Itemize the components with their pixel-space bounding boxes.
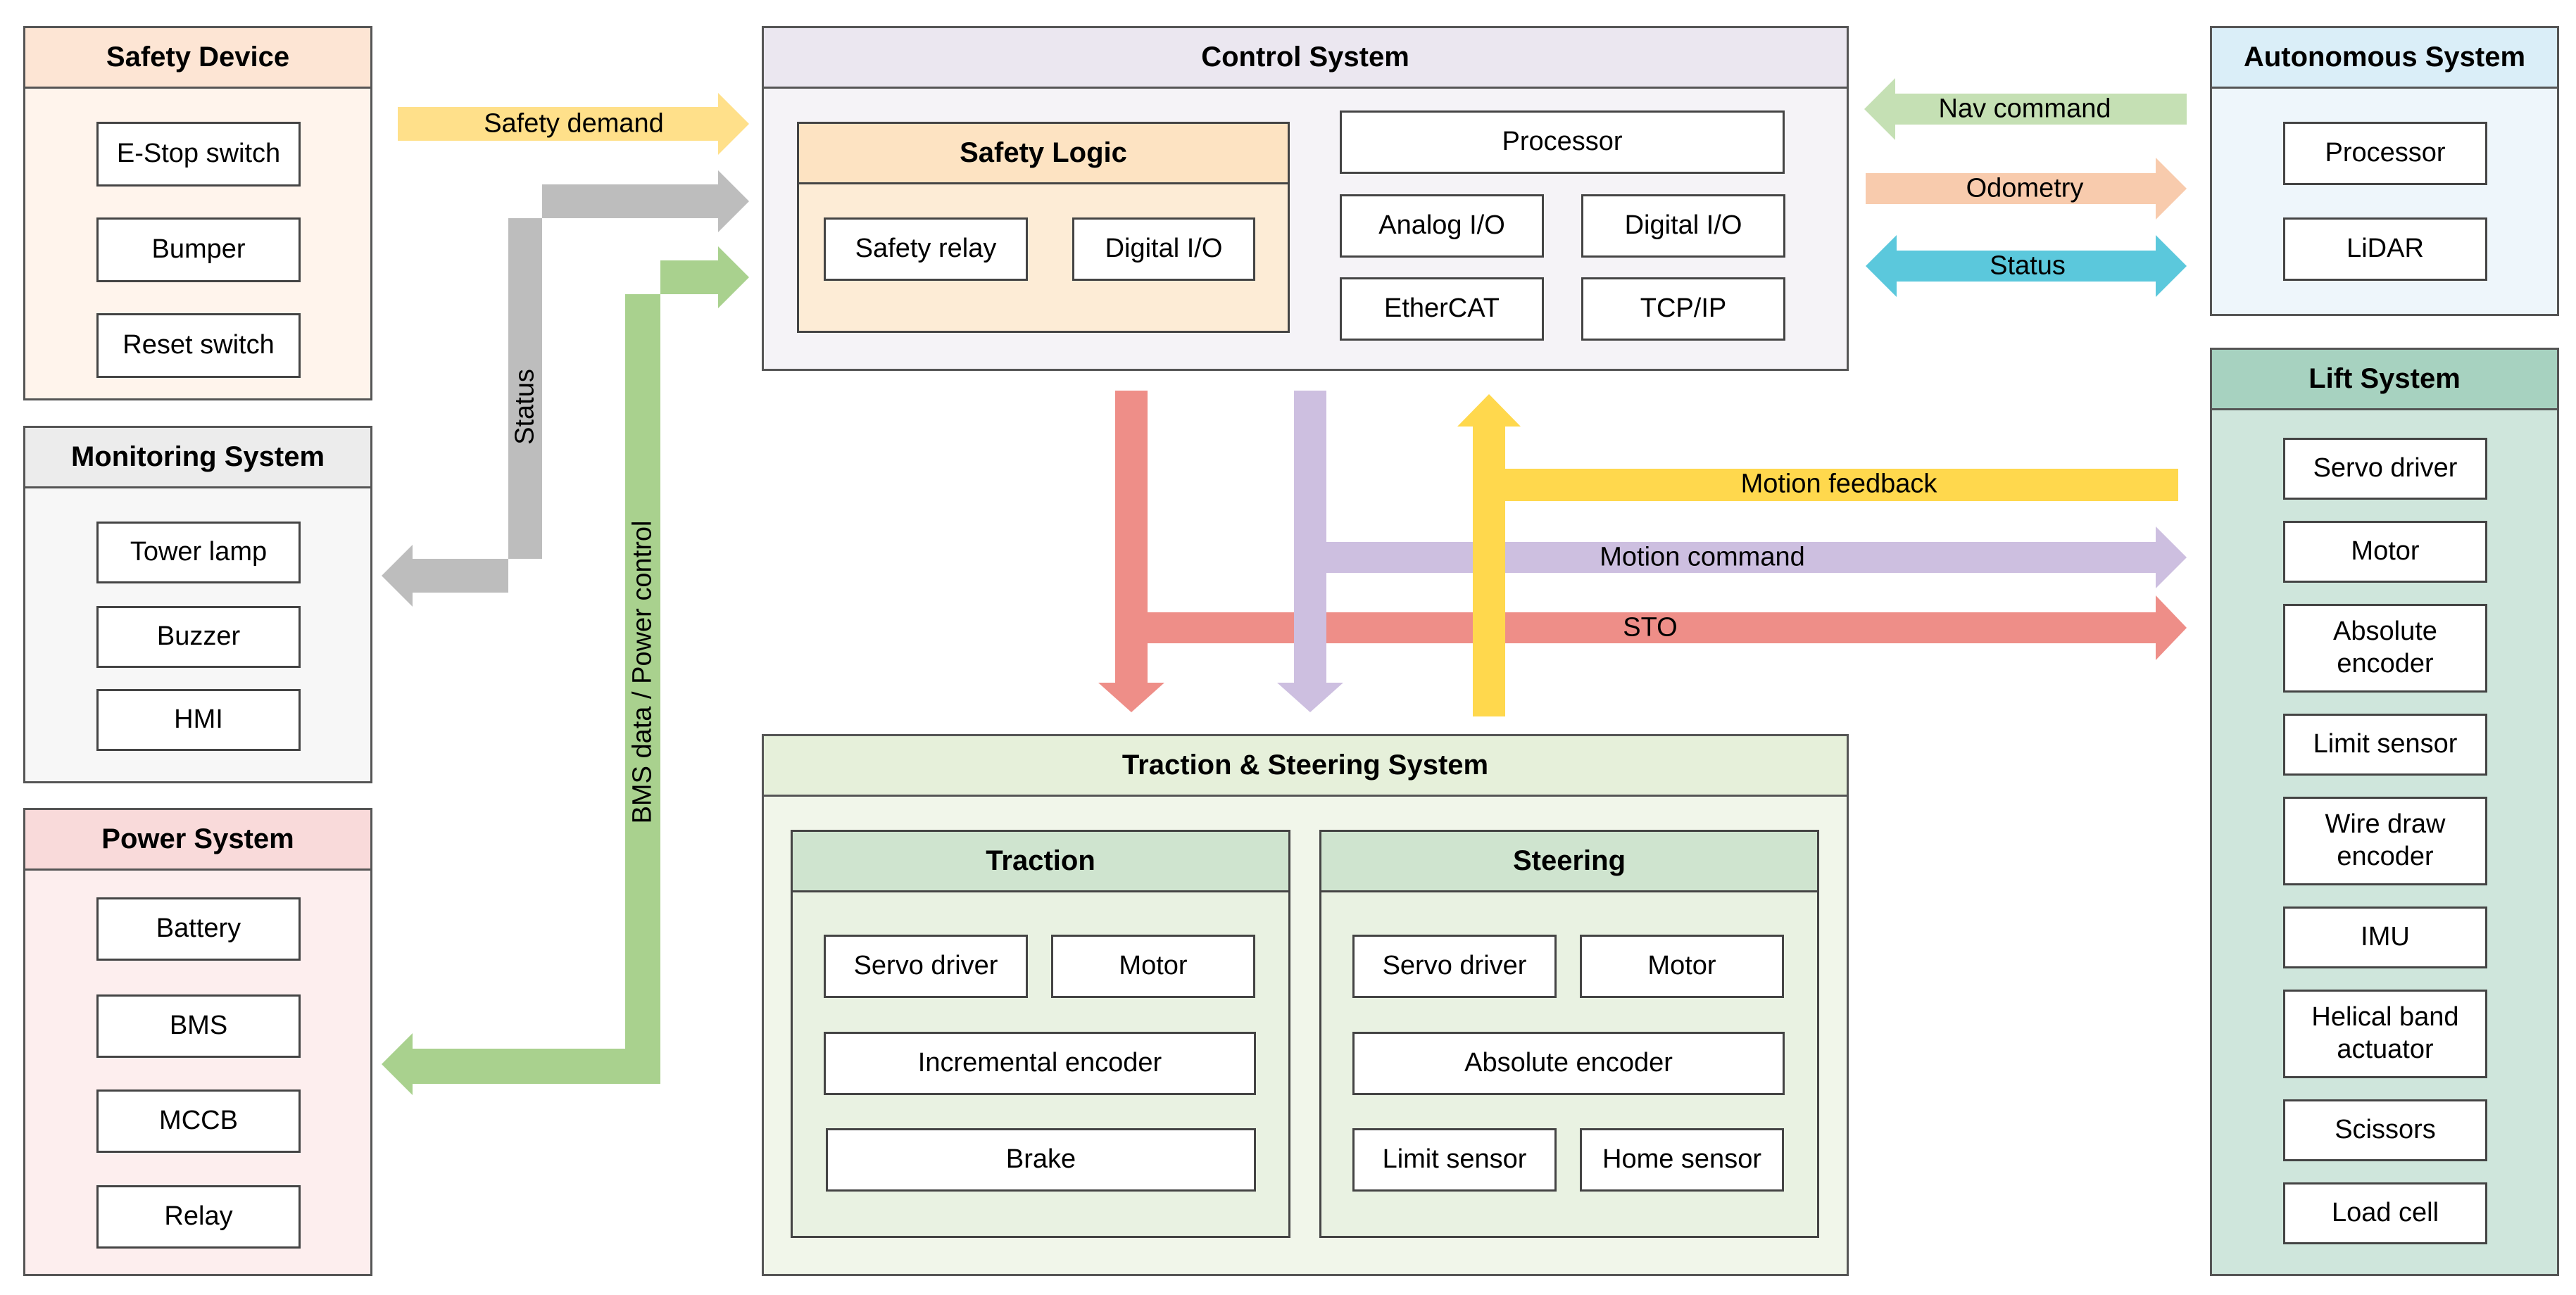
autonomous-system-block: Autonomous System Processor LiDAR [2210, 26, 2559, 316]
traction-servo-driver: Servo driver [824, 935, 1028, 998]
traction-steering-block: Traction & Steering System Traction Serv… [762, 734, 1849, 1276]
odometry-arrow [1866, 158, 2187, 220]
lidar: LiDAR [2283, 217, 2487, 281]
motion-command-arrow [1277, 391, 2187, 712]
tower-lamp: Tower lamp [96, 522, 301, 583]
traction-steering-title: Traction & Steering System [764, 736, 1847, 797]
reset-switch: Reset switch [96, 313, 301, 378]
status-bidir-arrow [1866, 235, 2187, 297]
autonomous-processor: Processor [2283, 122, 2487, 185]
safety-device-title: Safety Device [25, 28, 370, 89]
control-processor: Processor [1340, 110, 1785, 174]
autonomous-system-title: Autonomous System [2212, 28, 2557, 89]
estop-switch: E-Stop switch [96, 122, 301, 187]
load-cell: Load cell [2283, 1182, 2487, 1244]
steering-limit-sensor: Limit sensor [1352, 1128, 1557, 1192]
mccb: MCCB [96, 1089, 301, 1153]
steering-absolute-encoder: Absolute encoder [1352, 1032, 1785, 1095]
monitoring-system-block: Monitoring System Tower lamp Buzzer HMI [23, 426, 372, 783]
helical-band-actuator: Helical band actuator [2283, 990, 2487, 1078]
status-right-label: Status [1990, 251, 2066, 281]
motion-command-label: Motion command [1600, 542, 1805, 572]
control-system-title: Control System [764, 28, 1847, 89]
safety-relay: Safety relay [824, 217, 1028, 281]
steering-title: Steering [1321, 832, 1817, 892]
hmi: HMI [96, 689, 301, 751]
relay: Relay [96, 1185, 301, 1249]
lift-system-title: Lift System [2212, 350, 2557, 410]
tcp-ip: TCP/IP [1581, 277, 1785, 341]
monitoring-system-title: Monitoring System [25, 428, 370, 488]
safety-logic-block: Safety Logic Safety relay Digital I/O [797, 122, 1290, 333]
sto-label: STO [1623, 612, 1678, 643]
safety-demand-arrow [398, 93, 749, 155]
safety-demand-label: Safety demand [484, 108, 664, 139]
sto-arrow [1098, 391, 2187, 712]
power-system-block: Power System Battery BMS MCCB Relay [23, 808, 372, 1276]
lift-system-block: Lift System Servo driver Motor Absolute … [2210, 348, 2559, 1276]
status-left-arrow [382, 170, 749, 626]
safety-logic-digital-io: Digital I/O [1072, 217, 1255, 281]
imu: IMU [2283, 906, 2487, 968]
power-system-title: Power System [25, 810, 370, 871]
control-system-block: Control System Safety Logic Safety relay… [762, 26, 1849, 371]
lift-limit-sensor: Limit sensor [2283, 714, 2487, 776]
motion-feedback-arrow [1457, 394, 2178, 716]
battery: Battery [96, 897, 301, 961]
analog-io: Analog I/O [1340, 194, 1544, 258]
bms: BMS [96, 994, 301, 1058]
safety-device-block: Safety Device E-Stop switch Bumper Reset… [23, 26, 372, 400]
steering-block: Steering Servo driver Motor Absolute enc… [1319, 830, 1819, 1238]
wire-draw-encoder: Wire draw encoder [2283, 797, 2487, 885]
motion-feedback-label: Motion feedback [1740, 469, 1937, 499]
ethercat: EtherCAT [1340, 277, 1544, 341]
lift-absolute-encoder: Absolute encoder [2283, 604, 2487, 693]
steering-servo-driver: Servo driver [1352, 935, 1557, 998]
nav-command-label: Nav command [1938, 94, 2111, 124]
home-sensor: Home sensor [1580, 1128, 1784, 1192]
brake: Brake [826, 1128, 1256, 1192]
traction-motor: Motor [1051, 935, 1255, 998]
bumper: Bumper [96, 217, 301, 282]
buzzer: Buzzer [96, 606, 301, 668]
scissors: Scissors [2283, 1099, 2487, 1161]
lift-motor: Motor [2283, 521, 2487, 583]
lift-servo-driver: Servo driver [2283, 438, 2487, 500]
status-left-label: Status [510, 369, 540, 445]
safety-logic-title: Safety Logic [799, 124, 1288, 184]
traction-title: Traction [793, 832, 1288, 892]
steering-motor: Motor [1580, 935, 1784, 998]
bms-arrow [382, 246, 749, 1095]
control-digital-io: Digital I/O [1581, 194, 1785, 258]
traction-block: Traction Servo driver Motor Incremental … [791, 830, 1290, 1238]
bms-label: BMS data / Power control [627, 520, 658, 824]
incremental-encoder: Incremental encoder [824, 1032, 1256, 1095]
odometry-label: Odometry [1966, 173, 2084, 203]
nav-command-arrow [1864, 78, 2187, 140]
